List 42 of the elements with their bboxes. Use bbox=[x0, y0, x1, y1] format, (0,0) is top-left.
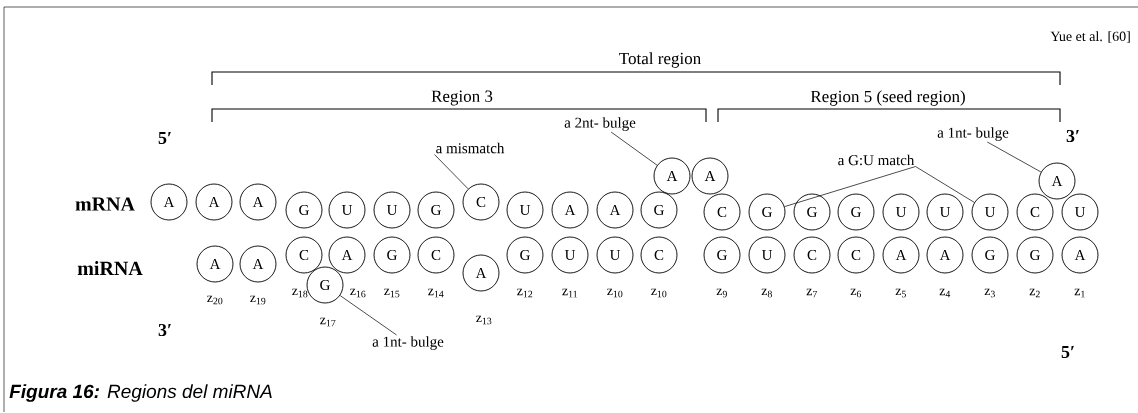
position-label: z$_{10}$ bbox=[651, 288, 667, 298]
annotation-text: a 2nt- bulge bbox=[564, 117, 636, 131]
position-label: z$_{5}$ bbox=[895, 288, 906, 298]
leader-line bbox=[915, 166, 975, 203]
region-label: Region 3 bbox=[431, 90, 493, 106]
position-label: z$_{17}$ bbox=[320, 317, 336, 327]
leader-line bbox=[987, 141, 1042, 173]
position-label: z$_{11}$ bbox=[562, 288, 577, 298]
position-label: z$_{16}$ bbox=[350, 288, 366, 298]
position-label: z$_{14}$ bbox=[428, 288, 444, 298]
annotation-text: a G:U match bbox=[838, 154, 915, 166]
leader-line bbox=[434, 154, 469, 190]
end-label: 3′ bbox=[1066, 129, 1079, 143]
region-label: Region 5 (seed region) bbox=[810, 90, 965, 106]
citation-text: Yue et al. [60] bbox=[1050, 31, 1130, 43]
position-label: z$_{10}$ bbox=[607, 288, 623, 298]
position-label: z$_{20}$ bbox=[207, 295, 223, 305]
annotation-text: a 1nt- bulge bbox=[372, 336, 444, 350]
leader-line bbox=[784, 166, 916, 207]
end-label: 5′ bbox=[158, 132, 171, 144]
position-label: z$_{7}$ bbox=[806, 288, 818, 298]
position-label: z$_{18}$ bbox=[292, 288, 308, 298]
strand-label: miRNA bbox=[77, 261, 143, 275]
position-label: z$_{3}$ bbox=[984, 288, 995, 298]
position-label: z$_{8}$ bbox=[761, 288, 772, 298]
position-label: z$_{13}$ bbox=[476, 315, 492, 325]
caption: Figura 16: Regions del miRNA bbox=[9, 384, 272, 402]
leader-line bbox=[339, 295, 397, 336]
position-label: z$_{15}$ bbox=[384, 288, 400, 298]
position-label: z$_{6}$ bbox=[850, 288, 862, 298]
position-label: z$_{2}$ bbox=[1029, 288, 1040, 298]
end-label: 3′ bbox=[158, 323, 171, 337]
position-label: z$_{19}$ bbox=[250, 295, 266, 305]
position-label: z$_{4}$ bbox=[939, 288, 951, 298]
end-label: 5′ bbox=[1061, 346, 1074, 358]
region-label: Total region bbox=[619, 52, 701, 68]
annotation-text: a mismatch bbox=[436, 142, 505, 154]
annotation-text: a 1nt- bulge bbox=[937, 127, 1009, 141]
position-label: z$_{1}$ bbox=[1074, 288, 1085, 298]
position-label: z$_{9}$ bbox=[716, 288, 727, 298]
position-label: z$_{12}$ bbox=[517, 288, 533, 298]
leader-line bbox=[610, 131, 658, 166]
